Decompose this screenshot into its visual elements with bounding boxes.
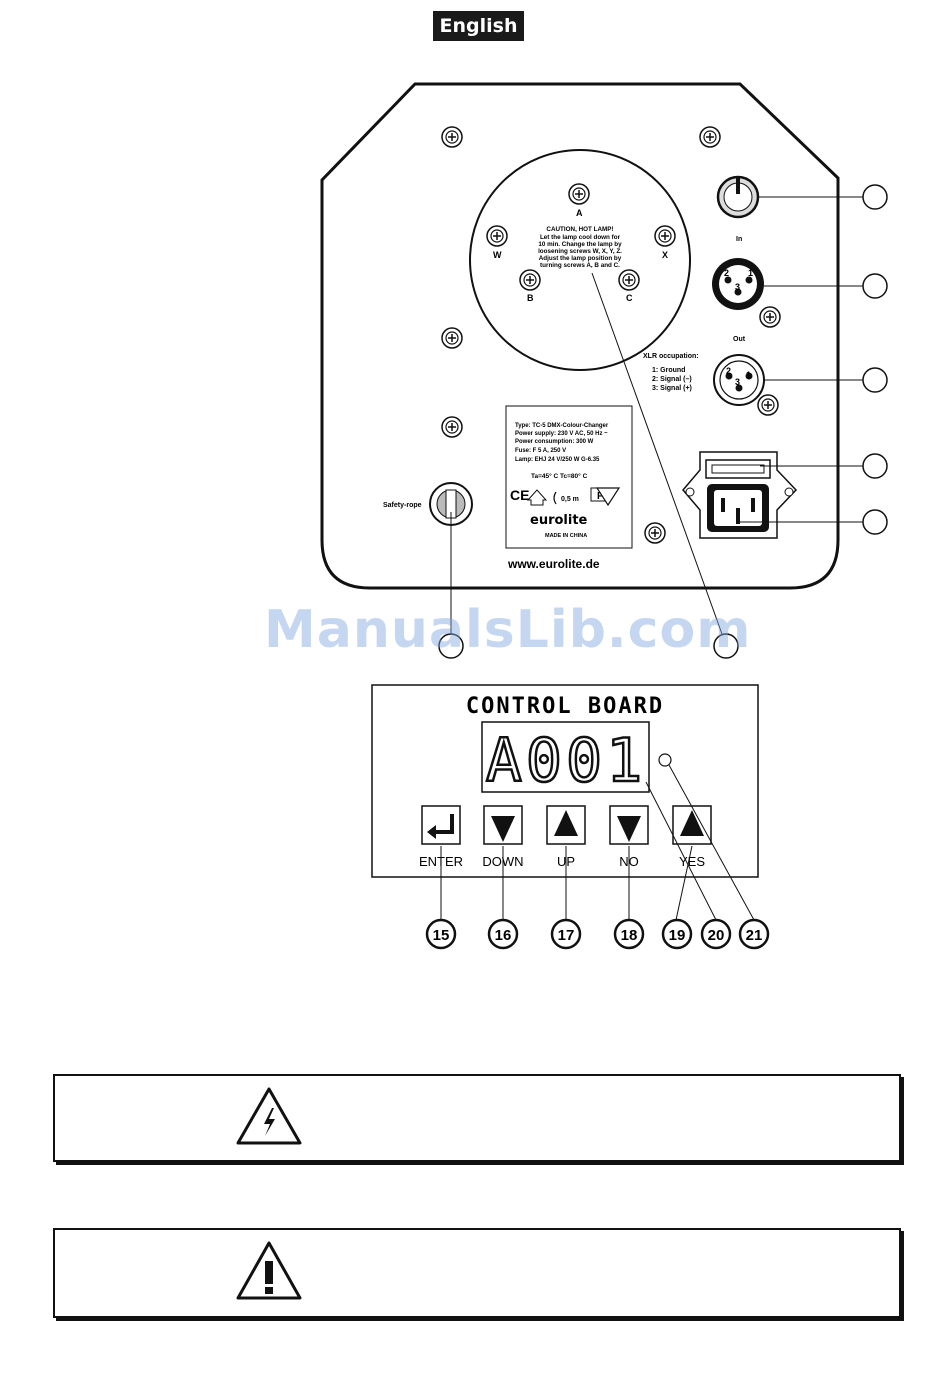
yes-label: YES bbox=[679, 854, 705, 869]
lamp-label-b: B bbox=[527, 293, 534, 303]
exclamation-warning-icon bbox=[236, 1241, 302, 1300]
xlr-line: 2: Signal (–) bbox=[652, 376, 692, 383]
xlr-line: 1: Ground bbox=[652, 367, 685, 374]
status-led-icon bbox=[658, 753, 672, 767]
down-arrow-icon bbox=[491, 816, 515, 842]
up-button[interactable] bbox=[546, 805, 586, 845]
type-line: Power supply: 230 V AC, 50 Hz ~ bbox=[515, 431, 608, 437]
callout-15 bbox=[425, 918, 457, 950]
caution-line: loosening screws W, X, Y, Z. bbox=[538, 248, 622, 255]
xlr-out-pin-2: 2 bbox=[726, 366, 731, 376]
screw-icon bbox=[654, 225, 676, 247]
distance-icon bbox=[553, 491, 557, 505]
callout-16-label: 16 bbox=[495, 927, 512, 944]
yes-button[interactable] bbox=[672, 805, 712, 845]
screw-icon bbox=[519, 269, 541, 291]
screw-icon bbox=[441, 416, 463, 438]
screw-icon bbox=[568, 183, 590, 205]
in-label: In bbox=[736, 236, 742, 243]
caution-line: turning screws A, B and C. bbox=[540, 262, 620, 269]
caution-line: Adjust the lamp position by bbox=[539, 255, 622, 262]
xlr-out-pin-3: 3 bbox=[735, 377, 740, 387]
no-button[interactable] bbox=[609, 805, 649, 845]
screw-icon bbox=[441, 126, 463, 148]
type-label bbox=[505, 405, 633, 549]
watermark: ManualsLib.com bbox=[264, 600, 752, 660]
f-mark: F bbox=[597, 491, 603, 502]
type-line: Fuse: F 5 A, 250 V bbox=[515, 448, 566, 454]
out-label: Out bbox=[733, 336, 746, 343]
callout-21 bbox=[738, 918, 770, 950]
indoor-house-icon bbox=[526, 489, 548, 506]
language-badge: English bbox=[433, 11, 524, 41]
screw-icon bbox=[618, 269, 640, 291]
high-voltage-icon bbox=[236, 1087, 302, 1145]
callout-18 bbox=[613, 918, 645, 950]
callout-circle bbox=[862, 367, 888, 393]
screw-icon bbox=[486, 225, 508, 247]
xlr-in-pin-1: 1 bbox=[748, 268, 753, 278]
up-arrow-icon bbox=[554, 810, 578, 836]
callout-15-label: 15 bbox=[433, 927, 450, 944]
lamp-label-c: C bbox=[626, 293, 633, 303]
xlr-in-pin-2: 2 bbox=[724, 268, 729, 278]
lamp-label-a: A bbox=[576, 208, 583, 218]
callout-17-label: 17 bbox=[558, 927, 575, 944]
distance-label: 0,5 m bbox=[561, 496, 579, 503]
xlr-occupation-title: XLR occupation: bbox=[643, 353, 699, 360]
down-button[interactable] bbox=[483, 805, 523, 845]
caution-warning-box bbox=[53, 1228, 901, 1318]
xlr-line: 3: Signal (+) bbox=[652, 385, 692, 392]
type-line: Type: TC-5 DMX-Colour-Changer bbox=[515, 423, 609, 429]
warning-triangle-icon bbox=[595, 487, 621, 507]
callout-20 bbox=[700, 918, 732, 950]
xlr-in-pin-3: 3 bbox=[735, 282, 740, 292]
caution-line: CAUTION, HOT LAMP! bbox=[546, 226, 613, 233]
callout-circle bbox=[862, 509, 888, 535]
callout-19-label: 19 bbox=[669, 927, 686, 944]
lamp-cover bbox=[469, 149, 691, 371]
screw-icon bbox=[441, 327, 463, 349]
callout-20-label: 20 bbox=[708, 927, 725, 944]
ce-mark: CE bbox=[510, 487, 529, 503]
callout-16 bbox=[487, 918, 519, 950]
enter-button[interactable] bbox=[421, 805, 461, 845]
type-line: Lamp: EHJ 24 V/250 W G-6.35 bbox=[515, 457, 600, 463]
callout-circle bbox=[862, 184, 888, 210]
brand-logo: eurolite bbox=[530, 513, 588, 528]
temps: Ta=45° C Tc=80° C bbox=[531, 472, 588, 480]
caution-line: Let the lamp cool down for bbox=[540, 234, 621, 241]
callout-19 bbox=[661, 918, 693, 950]
callout-circle bbox=[713, 633, 739, 659]
callout-circle bbox=[862, 453, 888, 479]
lamp-label-x: X bbox=[662, 250, 668, 260]
made-in: MADE IN CHINA bbox=[545, 533, 587, 539]
screw-icon bbox=[757, 394, 779, 416]
caution-line: 10 min. Change the lamp by bbox=[538, 241, 622, 248]
control-board-title: CONTROL BOARD bbox=[466, 694, 664, 719]
website: www.eurolite.de bbox=[507, 557, 600, 571]
callout-21-label: 21 bbox=[746, 927, 763, 944]
xlr-out-pin-1: 1 bbox=[746, 370, 751, 380]
down-arrow-icon bbox=[617, 816, 641, 842]
callout-18-label: 18 bbox=[621, 927, 638, 944]
safety-rope-label: Safety-rope bbox=[383, 502, 422, 509]
electric-warning-box bbox=[53, 1074, 901, 1162]
lamp-label-w: W bbox=[493, 250, 502, 260]
led-display bbox=[481, 721, 650, 793]
screw-icon bbox=[759, 306, 781, 328]
enter-icon bbox=[427, 814, 454, 839]
led-display-value: A001 bbox=[486, 726, 647, 796]
up-arrow-icon bbox=[680, 810, 704, 836]
callout-17 bbox=[550, 918, 582, 950]
type-line: Power consumption: 300 W bbox=[515, 439, 594, 445]
callout-circle bbox=[862, 273, 888, 299]
screw-icon bbox=[699, 126, 721, 148]
screw-icon bbox=[644, 522, 666, 544]
